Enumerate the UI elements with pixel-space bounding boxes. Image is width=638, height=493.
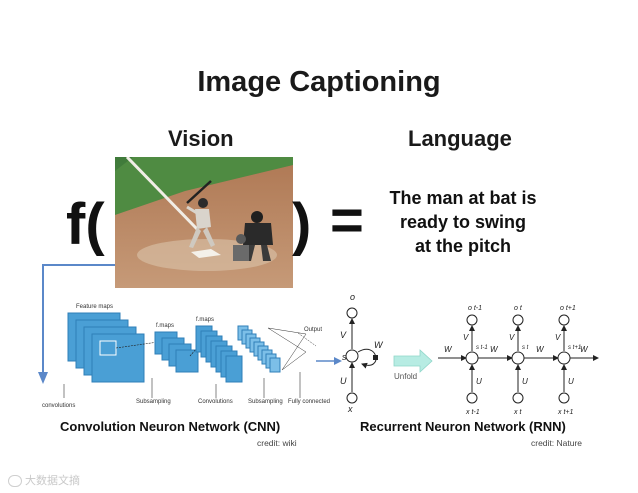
label-convolutions: Convolutions bbox=[198, 399, 233, 405]
rnn-symbol-V-1: V bbox=[463, 333, 469, 342]
baseball-photo bbox=[115, 155, 293, 288]
rnn-symbol-W-4: W bbox=[580, 345, 589, 354]
rnn-symbol-s-next: s t+1 bbox=[568, 345, 581, 351]
rnn-symbol-W-2: W bbox=[490, 345, 499, 354]
label-subsampling-1: Subsampling bbox=[136, 399, 171, 405]
rnn-unrolled-chain bbox=[438, 314, 599, 404]
generated-caption: The man at bat is ready to swing at the … bbox=[378, 186, 548, 258]
rnn-folded-cell bbox=[345, 307, 378, 404]
rnn-symbol-o-t: o t bbox=[514, 305, 523, 312]
rnn-symbol-U-2: U bbox=[522, 377, 528, 386]
cnn-input-stack bbox=[67, 312, 145, 383]
rnn-symbol-s-prev: s t-1 bbox=[476, 345, 488, 351]
baseball-photo-drawing bbox=[115, 155, 293, 288]
rnn-symbol-W-1: W bbox=[444, 345, 453, 354]
label-feature-maps: Feature maps bbox=[76, 304, 114, 310]
cnn-layer-4 bbox=[237, 325, 281, 373]
weibo-icon bbox=[8, 475, 22, 488]
cnn-layer-2 bbox=[154, 331, 199, 373]
caption-line: ready to swing bbox=[399, 212, 527, 232]
cnn-connections bbox=[267, 327, 317, 371]
label-fmaps-2: f.maps bbox=[196, 317, 215, 323]
label-fmaps-1: f.maps bbox=[156, 323, 175, 329]
label-output: Output bbox=[304, 327, 323, 333]
rnn-symbol-x-prev: x t-1 bbox=[465, 409, 480, 416]
cnn-credit: credit: wiki bbox=[257, 438, 297, 448]
rnn-symbol-W: W bbox=[374, 340, 384, 350]
label-fully-connected: Fully connected bbox=[288, 399, 331, 405]
rnn-symbol-o: o bbox=[350, 292, 355, 302]
rnn-symbol-s-t: s t bbox=[522, 345, 529, 351]
cnn-to-rnn-arrowhead bbox=[334, 357, 342, 365]
watermark: 大数据文摘 bbox=[8, 472, 80, 488]
label-subsampling-2: Subsampling bbox=[248, 399, 283, 405]
rnn-symbol-V-2: V bbox=[509, 333, 515, 342]
rnn-credit: credit: Nature bbox=[531, 438, 583, 448]
caption-line: at the pitch bbox=[414, 236, 511, 256]
cnn-layer-3 bbox=[195, 325, 243, 383]
rnn-symbol-U-1: U bbox=[476, 377, 482, 386]
rnn-symbol-x-next: x t+1 bbox=[557, 409, 573, 416]
caption-line: The man at bat is bbox=[389, 188, 537, 208]
language-heading: Language bbox=[408, 126, 512, 151]
rnn-unfold-label: Unfold bbox=[394, 372, 417, 381]
cnn-caption: Convolution Neuron Network (CNN) bbox=[60, 419, 281, 434]
vision-heading: Vision bbox=[168, 126, 234, 151]
rnn-symbol-x-t: x t bbox=[513, 409, 522, 416]
function-open: f( bbox=[66, 192, 105, 257]
function-close: ) bbox=[292, 192, 312, 257]
rnn-symbol-W-3: W bbox=[536, 345, 545, 354]
equals-sign: = bbox=[330, 188, 364, 253]
slide-title: Image Captioning bbox=[197, 66, 441, 98]
rnn-symbol-V-3: V bbox=[555, 333, 561, 342]
rnn-symbol-U: U bbox=[340, 376, 347, 386]
rnn-symbol-s: s bbox=[342, 352, 347, 362]
unfold-arrow bbox=[393, 349, 433, 373]
rnn-symbol-o-next: o t+1 bbox=[560, 305, 576, 312]
rnn-symbol-V: V bbox=[340, 330, 347, 340]
umpire-figure bbox=[233, 234, 249, 261]
label-convolutions-left: convolutions bbox=[42, 403, 76, 409]
rnn-caption: Recurrent Neuron Network (RNN) bbox=[360, 419, 566, 434]
rnn-symbol-x: x bbox=[347, 404, 353, 414]
rnn-symbol-U-3: U bbox=[568, 377, 574, 386]
cnn-tick-lines bbox=[63, 372, 301, 398]
watermark-text: 大数据文摘 bbox=[25, 475, 80, 487]
rnn-symbol-o-prev: o t-1 bbox=[468, 305, 482, 312]
batter-figure bbox=[186, 180, 215, 248]
